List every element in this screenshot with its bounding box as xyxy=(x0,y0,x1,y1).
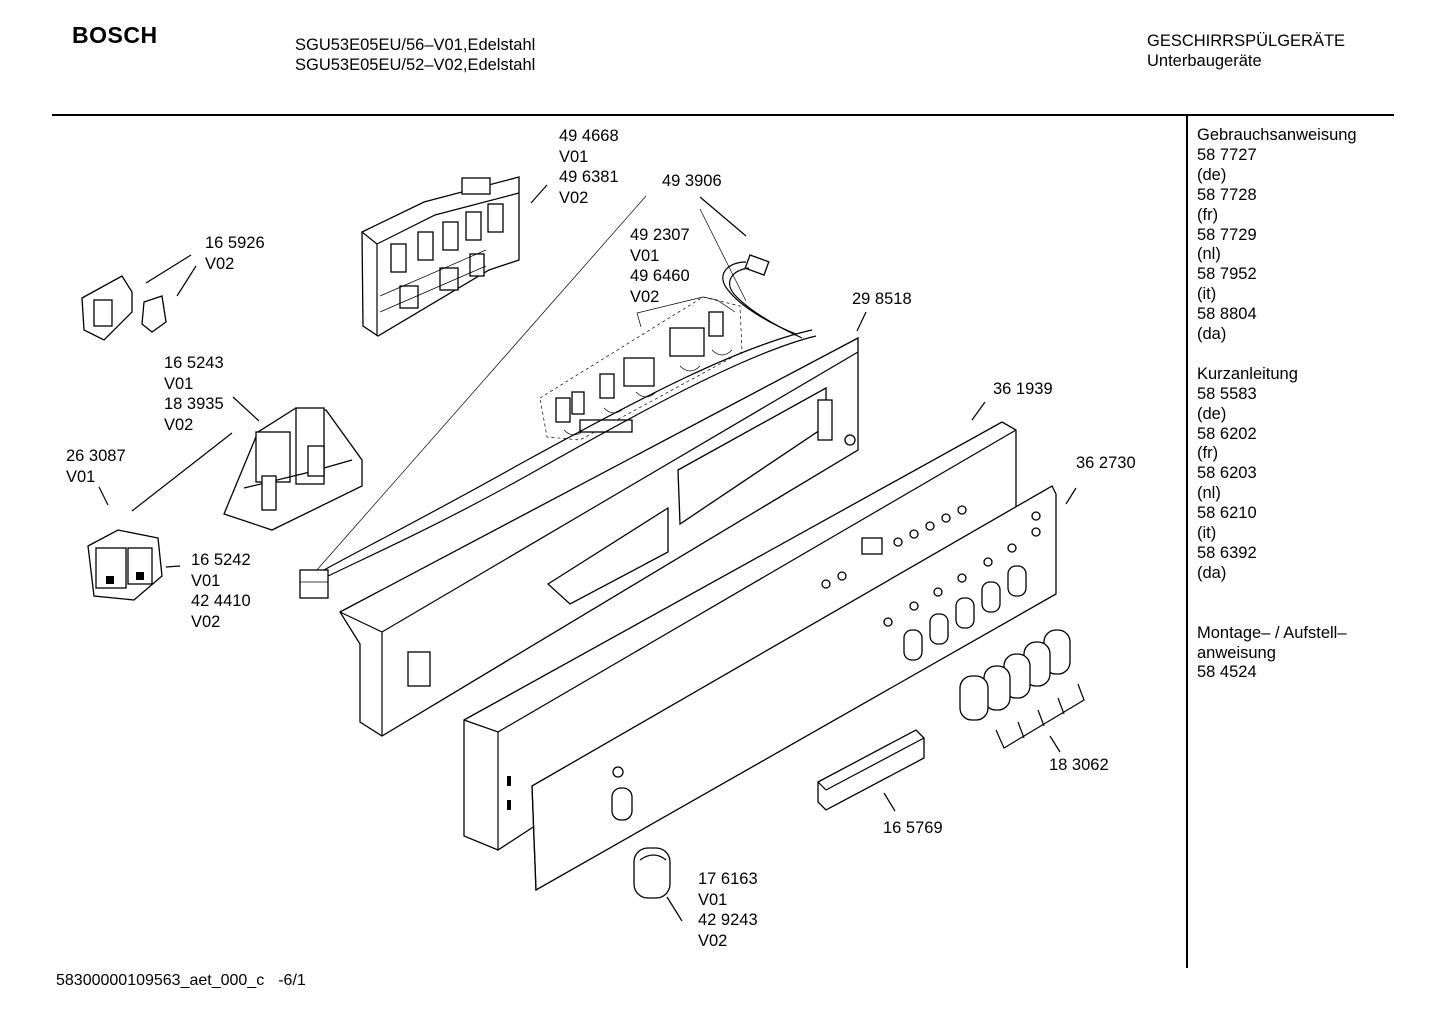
doc-entry: 58 7952 xyxy=(1197,265,1257,284)
part-variant: V02 xyxy=(164,415,194,434)
doc-group-title: Montage– / Aufstell– xyxy=(1197,623,1347,642)
part-variant: V02 xyxy=(205,254,235,273)
small-bracket xyxy=(81,275,167,341)
part-number: 49 3906 xyxy=(662,172,722,190)
part-label-494668: 49 4668 V01 49 6381 V02 xyxy=(559,126,619,208)
part-number: 49 6460 xyxy=(630,267,690,285)
doc-group-title: Gebrauchsanweisung xyxy=(1197,126,1357,144)
doc-entry: (nl) xyxy=(1197,484,1221,503)
part-number: 49 4668 xyxy=(559,127,619,145)
doc-entry: 58 6202 xyxy=(1197,424,1257,443)
doc-entry: (nl) xyxy=(1197,245,1221,264)
doc-entry: 58 6392 xyxy=(1197,544,1257,563)
part-variant: V01 xyxy=(630,246,660,265)
part-number: 36 1939 xyxy=(993,380,1053,398)
doc-group-montage: Montage– / Aufstell– anweisung 58 4524 xyxy=(1197,624,1357,684)
brand-logo: BOSCH xyxy=(72,22,158,48)
part-number: 16 5243 xyxy=(164,354,224,372)
valve-holder xyxy=(223,407,363,531)
doc-entry: (de) xyxy=(1197,165,1227,184)
doc-entry: 58 5583 xyxy=(1197,384,1257,403)
part-variant: V01 xyxy=(191,571,221,590)
part-number: 26 3087 xyxy=(66,447,126,465)
part-variant: V01 xyxy=(559,147,589,166)
doc-entry: 58 4524 xyxy=(1197,663,1257,682)
category-title: GESCHIRRSPÜLGERÄTE xyxy=(1147,32,1346,50)
doc-entry: (it) xyxy=(1197,285,1217,304)
part-label-298518: 29 8518 xyxy=(852,289,912,310)
model-line: SGU53E05EU/56–V01,Edelstahl xyxy=(295,36,536,54)
part-number: 16 5769 xyxy=(883,819,943,837)
doc-entry: 58 6203 xyxy=(1197,464,1257,483)
part-number: 42 9243 xyxy=(698,911,758,929)
part-number: 36 2730 xyxy=(1076,454,1136,472)
carrier-frame xyxy=(299,329,859,737)
part-number: 42 4410 xyxy=(191,592,251,610)
part-label-165243: 16 5243 V01 18 3935 V02 xyxy=(164,353,224,435)
exploded-view-drawing xyxy=(81,176,1085,922)
part-label-493906: 49 3906 xyxy=(662,171,722,192)
part-label-165242: 16 5242 V01 42 4410 V02 xyxy=(191,550,251,632)
page-number: -6/1 xyxy=(278,972,306,989)
doc-entry: (da) xyxy=(1197,563,1227,582)
category-subtitle: Unterbaugeräte xyxy=(1147,52,1262,70)
part-variant: V01 xyxy=(164,374,194,393)
part-variant: V01 xyxy=(66,467,96,486)
electronic-module xyxy=(361,176,520,337)
part-number: 49 2307 xyxy=(630,226,690,244)
doc-entry: anweisung xyxy=(1197,643,1276,662)
part-label-165926: 16 5926 V02 xyxy=(205,233,265,274)
single-push-button xyxy=(633,847,671,899)
doc-entry: (da) xyxy=(1197,325,1227,344)
part-label-263087: 26 3087 V01 xyxy=(66,446,126,487)
document-id: 58300000109563_aet_000_c xyxy=(56,972,265,989)
doc-group-title: Kurzanleitung xyxy=(1197,364,1298,383)
control-fascia xyxy=(531,485,1057,892)
documentation-list: Gebrauchsanweisung 58 7727 (de) 58 7728 … xyxy=(1197,126,1357,703)
model-line: SGU53E05EU/52–V02,Edelstahl xyxy=(295,56,536,74)
part-number: 18 3062 xyxy=(1049,756,1109,774)
part-number: 29 8518 xyxy=(852,290,912,308)
doc-entry: 58 8804 xyxy=(1197,305,1257,324)
doc-entry: 58 7727 xyxy=(1197,145,1257,164)
leader-lines xyxy=(98,184,1077,922)
doc-entry: 58 6210 xyxy=(1197,504,1257,523)
doc-entry: 58 7728 xyxy=(1197,185,1257,204)
part-label-492307: 49 2307 V01 49 6460 V02 xyxy=(630,225,690,307)
panel-strip xyxy=(817,729,925,811)
part-variant: V02 xyxy=(191,612,221,631)
part-variant: V02 xyxy=(630,287,660,306)
doc-entry: (de) xyxy=(1197,404,1227,423)
doc-entry: (fr) xyxy=(1197,205,1219,224)
part-label-362730: 36 2730 xyxy=(1076,453,1136,474)
part-variant: V02 xyxy=(698,931,728,950)
category-block: GESCHIRRSPÜLGERÄTE Unterbaugeräte xyxy=(1147,31,1345,71)
part-variant: V02 xyxy=(559,188,589,207)
doc-entry: (fr) xyxy=(1197,444,1219,463)
part-variant: V01 xyxy=(698,890,728,909)
push-buttons xyxy=(959,629,1085,749)
doc-group-gebrauchsanweisung: Gebrauchsanweisung 58 7727 (de) 58 7728 … xyxy=(1197,126,1357,345)
part-number: 18 3935 xyxy=(164,395,224,413)
sidebar-divider xyxy=(1186,115,1188,968)
doc-group-kurzanleitung: Kurzanleitung 58 5583 (de) 58 6202 (fr) … xyxy=(1197,365,1357,584)
part-label-183062: 18 3062 xyxy=(1049,755,1109,776)
footer: 58300000109563_aet_000_c -6/1 xyxy=(56,972,306,990)
part-number: 17 6163 xyxy=(698,870,758,888)
doc-entry: (it) xyxy=(1197,524,1217,543)
part-number: 49 6381 xyxy=(559,168,619,186)
header-divider xyxy=(52,114,1394,116)
doc-entry: 58 7729 xyxy=(1197,225,1257,244)
part-label-165769: 16 5769 xyxy=(883,818,943,839)
part-label-176163: 17 6163 V01 42 9243 V02 xyxy=(698,869,758,951)
model-list: SGU53E05EU/56–V01,Edelstahl SGU53E05EU/5… xyxy=(295,35,535,75)
relay-block xyxy=(87,529,163,601)
cable-plug xyxy=(722,254,803,339)
part-label-361939: 36 1939 xyxy=(993,379,1053,400)
part-number: 16 5242 xyxy=(191,551,251,569)
part-number: 16 5926 xyxy=(205,234,265,252)
